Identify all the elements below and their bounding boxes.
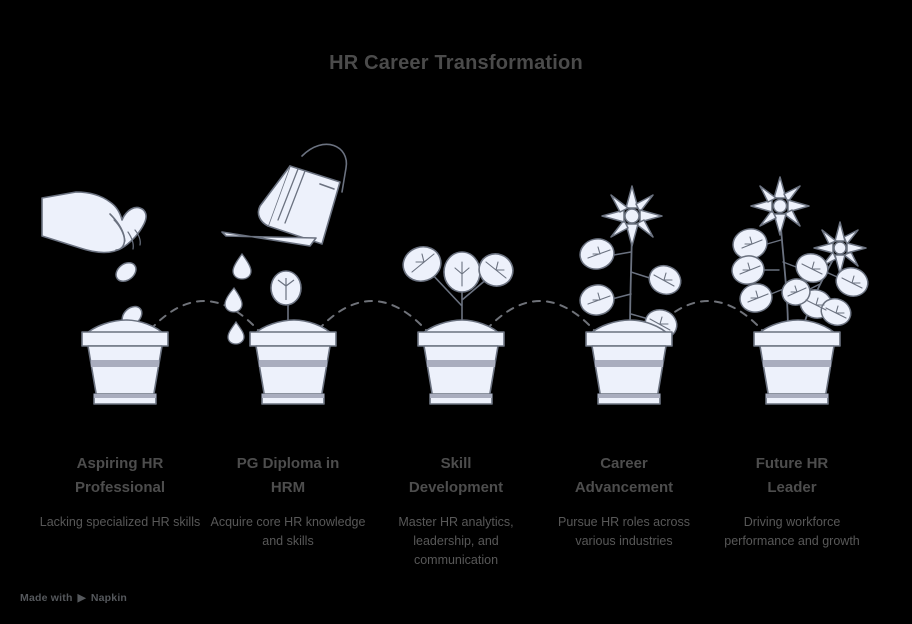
flower-pot-icon bbox=[249, 319, 337, 405]
stage-art-pg-diploma-in-hrm bbox=[204, 120, 372, 420]
caption-title: Aspiring HR Professional bbox=[36, 452, 204, 501]
stage-captions: Aspiring HR Professional Lacking special… bbox=[0, 452, 912, 582]
caption-title-line-2: Advancement bbox=[574, 479, 674, 497]
water-drop-1 bbox=[232, 252, 252, 280]
water-drop-icon-group bbox=[224, 252, 252, 345]
stage-illustrations bbox=[0, 120, 912, 420]
caption-title-line-1: PG Diploma in bbox=[236, 455, 340, 472]
watering-can-icon bbox=[221, 143, 348, 247]
caption-title-line-2: Leader bbox=[767, 479, 817, 497]
caption-title-line-2: HRM bbox=[270, 479, 306, 497]
caption-future-hr-leader: Future HR Leader Driving workforce perfo… bbox=[708, 452, 876, 551]
page-title: HR Career Transformation bbox=[329, 52, 583, 74]
caption-aspiring-hr-professional: Aspiring HR Professional Lacking special… bbox=[36, 452, 204, 532]
caption-pg-diploma-in-hrm: PG Diploma in HRM Acquire core HR knowle… bbox=[204, 452, 372, 551]
caption-title: Future HR Leader bbox=[708, 452, 876, 501]
sprout-icon bbox=[270, 270, 302, 333]
water-drop-2 bbox=[224, 286, 243, 313]
caption-title-line-1: Skill bbox=[440, 455, 472, 472]
flower-pot-icon bbox=[585, 319, 673, 405]
flower-icon-side bbox=[813, 221, 867, 275]
flower-icon-tall bbox=[750, 176, 810, 236]
stage-art-skill-development bbox=[372, 120, 540, 420]
caption-title-line-1: Career bbox=[600, 455, 648, 472]
seed-icon-group bbox=[115, 261, 143, 327]
caption-description: Pursue HR roles across various industrie… bbox=[558, 514, 690, 548]
caption-title-line-2: Development bbox=[408, 479, 504, 497]
caption-career-advancement: Career Advancement Pursue HR roles acros… bbox=[540, 452, 708, 551]
caption-description: Acquire core HR knowledge and skills bbox=[210, 514, 366, 548]
caption-title-line-1: Future HR bbox=[755, 455, 829, 472]
hand-icon bbox=[41, 191, 147, 254]
stage-art-aspiring-hr-professional bbox=[36, 120, 204, 420]
caption-title: PG Diploma in HRM bbox=[204, 452, 372, 501]
flower-pot-icon bbox=[81, 319, 169, 405]
caption-title-line-2: Professional bbox=[74, 479, 166, 497]
seed-icon-1 bbox=[115, 261, 137, 283]
stage-art-career-advancement bbox=[540, 120, 708, 420]
stage-art-future-hr-leader bbox=[708, 120, 876, 420]
caption-description: Lacking specialized HR skills bbox=[39, 514, 201, 529]
napkin-logo-icon: ▶ bbox=[77, 591, 86, 604]
water-drop-3 bbox=[227, 320, 245, 345]
caption-description: Driving workforce performance and growth bbox=[724, 514, 860, 548]
flower-pot-icon bbox=[417, 319, 505, 405]
watermark-brand: Napkin bbox=[90, 592, 128, 604]
napkin-watermark: Made with ▶ Napkin bbox=[20, 592, 127, 604]
flower-icon-top bbox=[601, 185, 663, 247]
caption-description: Master HR analytics, leadership, and com… bbox=[398, 514, 514, 568]
caption-title: Career Advancement bbox=[540, 452, 708, 501]
flower-pot-icon bbox=[753, 319, 841, 405]
caption-skill-development: Skill Development Master HR analytics, l… bbox=[372, 452, 540, 571]
watermark-prefix: Made with bbox=[20, 592, 73, 604]
caption-title-line-1: Aspiring HR bbox=[76, 455, 164, 472]
caption-title: Skill Development bbox=[372, 452, 540, 501]
